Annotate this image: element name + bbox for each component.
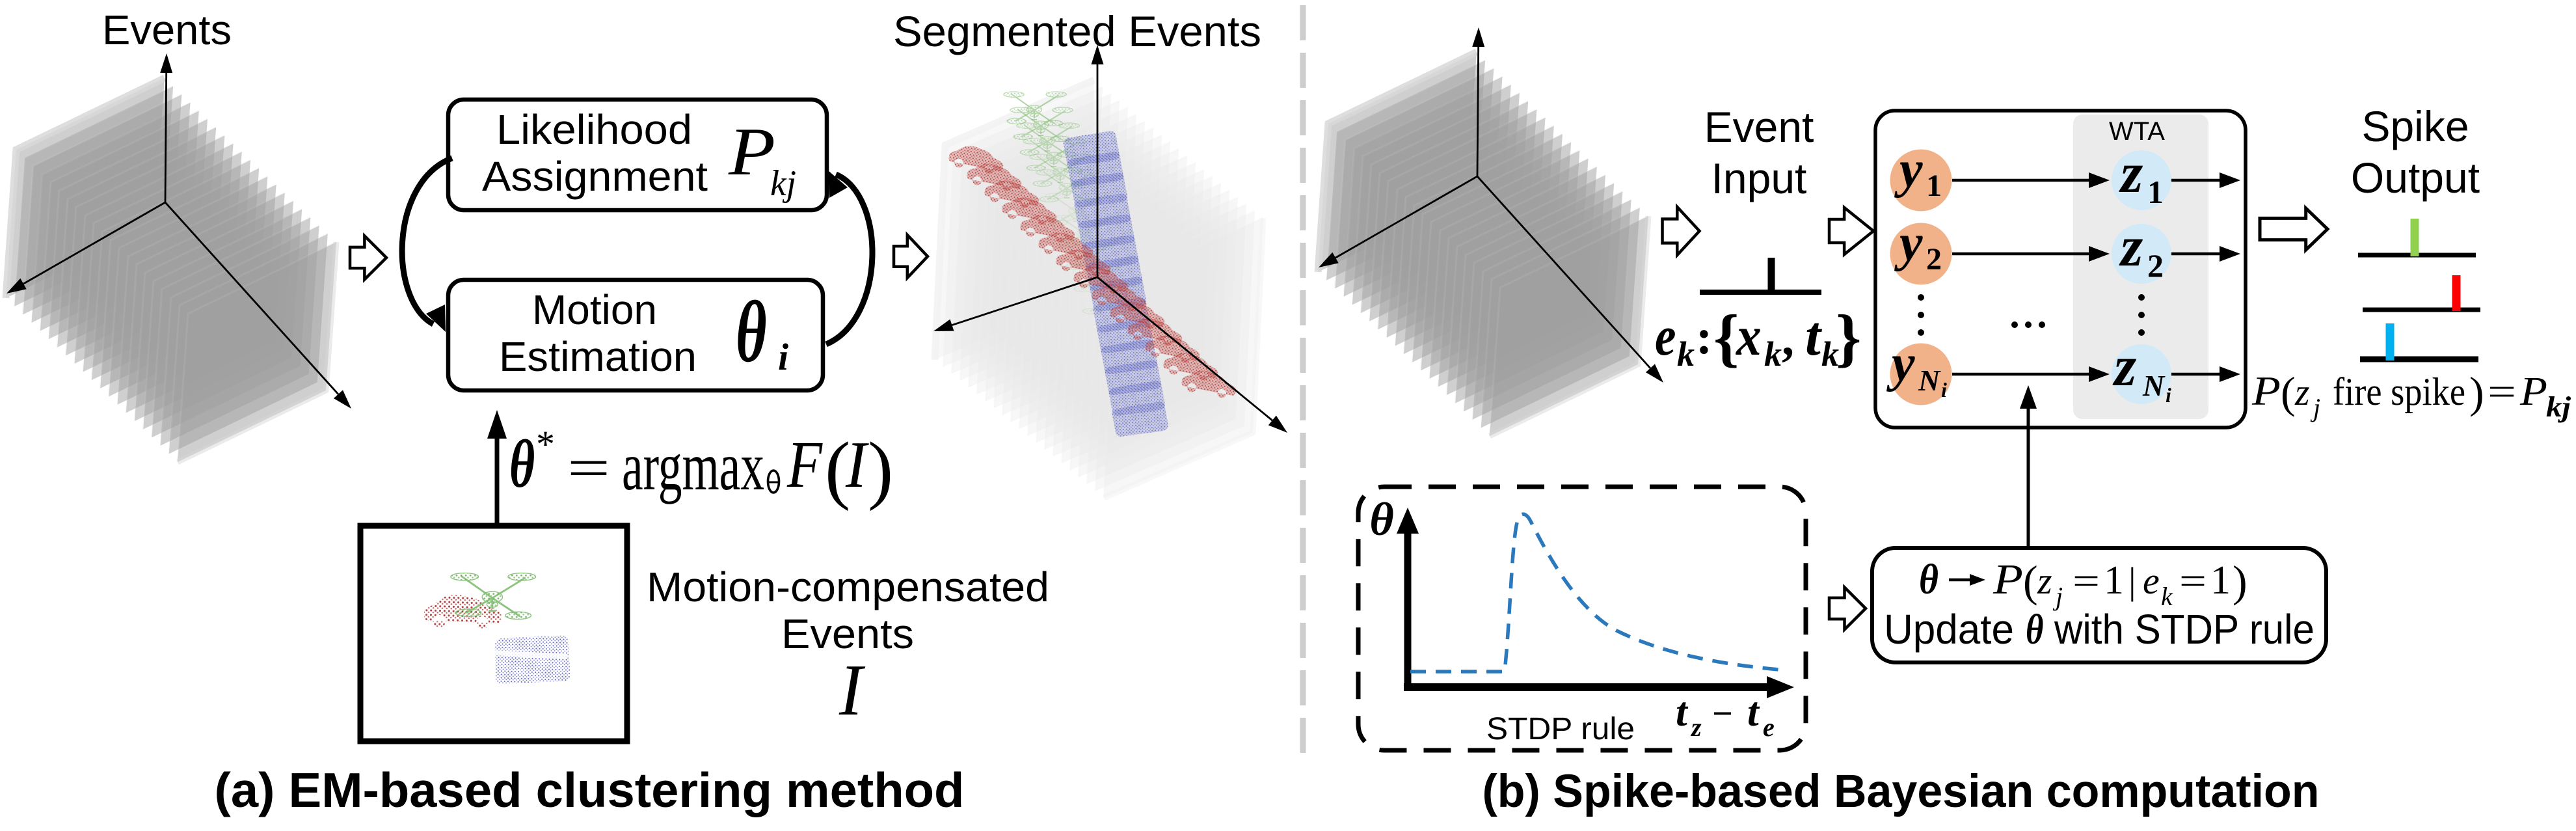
svg-text:z: z: [2294, 371, 2310, 413]
svg-text:z: z: [2119, 215, 2143, 279]
svg-text:(: (: [825, 426, 850, 511]
svg-text:1: 1: [1926, 169, 1942, 203]
svg-text:θ: θ: [1369, 493, 1393, 545]
svg-text:Spike: Spike: [2361, 102, 2469, 150]
svg-text:e: e: [1763, 713, 1775, 742]
svg-text:(: (: [2023, 556, 2038, 606]
svg-text:STDP rule: STDP rule: [1486, 712, 1635, 746]
svg-text:F: F: [786, 428, 823, 502]
svg-text:Input: Input: [1711, 154, 1807, 202]
svg-text:Events: Events: [781, 610, 914, 657]
svg-text:,: ,: [1782, 311, 1794, 366]
svg-text:k: k: [1677, 334, 1695, 374]
svg-text:I: I: [845, 428, 869, 502]
svg-text:=: =: [2488, 370, 2516, 413]
svg-text:Event: Event: [1704, 103, 1814, 151]
svg-text::: :: [1696, 310, 1712, 364]
svg-text:k: k: [1821, 334, 1839, 374]
svg-text:k: k: [2161, 582, 2173, 611]
svg-text:): ): [868, 426, 893, 511]
svg-text:with STDP rule: with STDP rule: [2054, 606, 2314, 653]
svg-text:): ): [2469, 368, 2484, 417]
svg-text:Events: Events: [102, 7, 232, 53]
svg-text:t: t: [1676, 688, 1689, 735]
svg-text:Output: Output: [2351, 154, 2480, 202]
svg-text:=: =: [2073, 560, 2100, 602]
svg-text:j: j: [2310, 393, 2320, 422]
svg-text:|: |: [2128, 560, 2136, 602]
svg-text:{: {: [1713, 301, 1739, 374]
svg-text:kj: kj: [2546, 391, 2571, 423]
svg-text:i: i: [2166, 383, 2171, 407]
svg-text:=: =: [2179, 560, 2207, 602]
svg-text:): ): [2233, 556, 2247, 606]
svg-text:e: e: [2143, 560, 2160, 602]
svg-text:θ: θ: [509, 426, 535, 502]
svg-text:1: 1: [2147, 174, 2164, 210]
svg-text:Estimation: Estimation: [499, 333, 697, 380]
svg-text:x: x: [1736, 305, 1762, 367]
svg-text:Segmented Events: Segmented Events: [893, 7, 1261, 55]
svg-text:t: t: [1805, 305, 1823, 367]
svg-text:z: z: [2112, 335, 2136, 398]
svg-text:−: −: [1712, 694, 1733, 734]
svg-text:I: I: [839, 650, 866, 731]
svg-text:kj: kj: [770, 163, 796, 204]
svg-text:t: t: [1747, 688, 1760, 735]
svg-text:N: N: [1918, 364, 1941, 397]
svg-text:z: z: [1690, 713, 1702, 742]
svg-text:2: 2: [1926, 242, 1942, 277]
svg-text:θ: θ: [736, 283, 767, 381]
svg-text:N: N: [2142, 369, 2166, 402]
svg-text:z: z: [2119, 142, 2143, 205]
svg-text:Motion-compensated: Motion-compensated: [647, 564, 1049, 610]
svg-text:e: e: [1655, 306, 1676, 368]
svg-text:θ: θ: [1919, 556, 1939, 603]
svg-text:argmax: argmax: [622, 428, 764, 504]
svg-text:k: k: [1764, 334, 1782, 374]
svg-text:P: P: [2519, 370, 2547, 414]
svg-text:P: P: [1992, 556, 2023, 603]
svg-text:Likelihood: Likelihood: [496, 106, 692, 153]
svg-text:z: z: [2037, 560, 2052, 602]
svg-text:j: j: [2052, 582, 2063, 611]
svg-text:i: i: [1941, 378, 1947, 402]
svg-text:P: P: [728, 113, 775, 189]
svg-text:2: 2: [2147, 247, 2164, 284]
svg-text:(b) Spike-based Bayesian compu: (b) Spike-based Bayesian computation: [1483, 766, 2320, 817]
svg-text:(: (: [2281, 368, 2296, 417]
svg-text:Update: Update: [1884, 606, 2014, 653]
svg-text:i: i: [778, 336, 788, 378]
svg-text:fire spike: fire spike: [2333, 370, 2465, 413]
svg-text:*: *: [536, 423, 555, 465]
svg-text:Motion: Motion: [532, 286, 657, 333]
svg-text:P: P: [2251, 368, 2281, 414]
svg-text:}: }: [1836, 301, 1861, 374]
svg-text:θ: θ: [2026, 605, 2043, 653]
svg-text:WTA: WTA: [2109, 117, 2165, 146]
svg-text:1: 1: [2104, 558, 2124, 603]
svg-text:1: 1: [2210, 558, 2231, 603]
svg-text:Assignment: Assignment: [482, 153, 708, 200]
svg-text:=: =: [567, 437, 610, 499]
svg-text:(a) EM-based clustering method: (a) EM-based clustering method: [215, 763, 965, 817]
